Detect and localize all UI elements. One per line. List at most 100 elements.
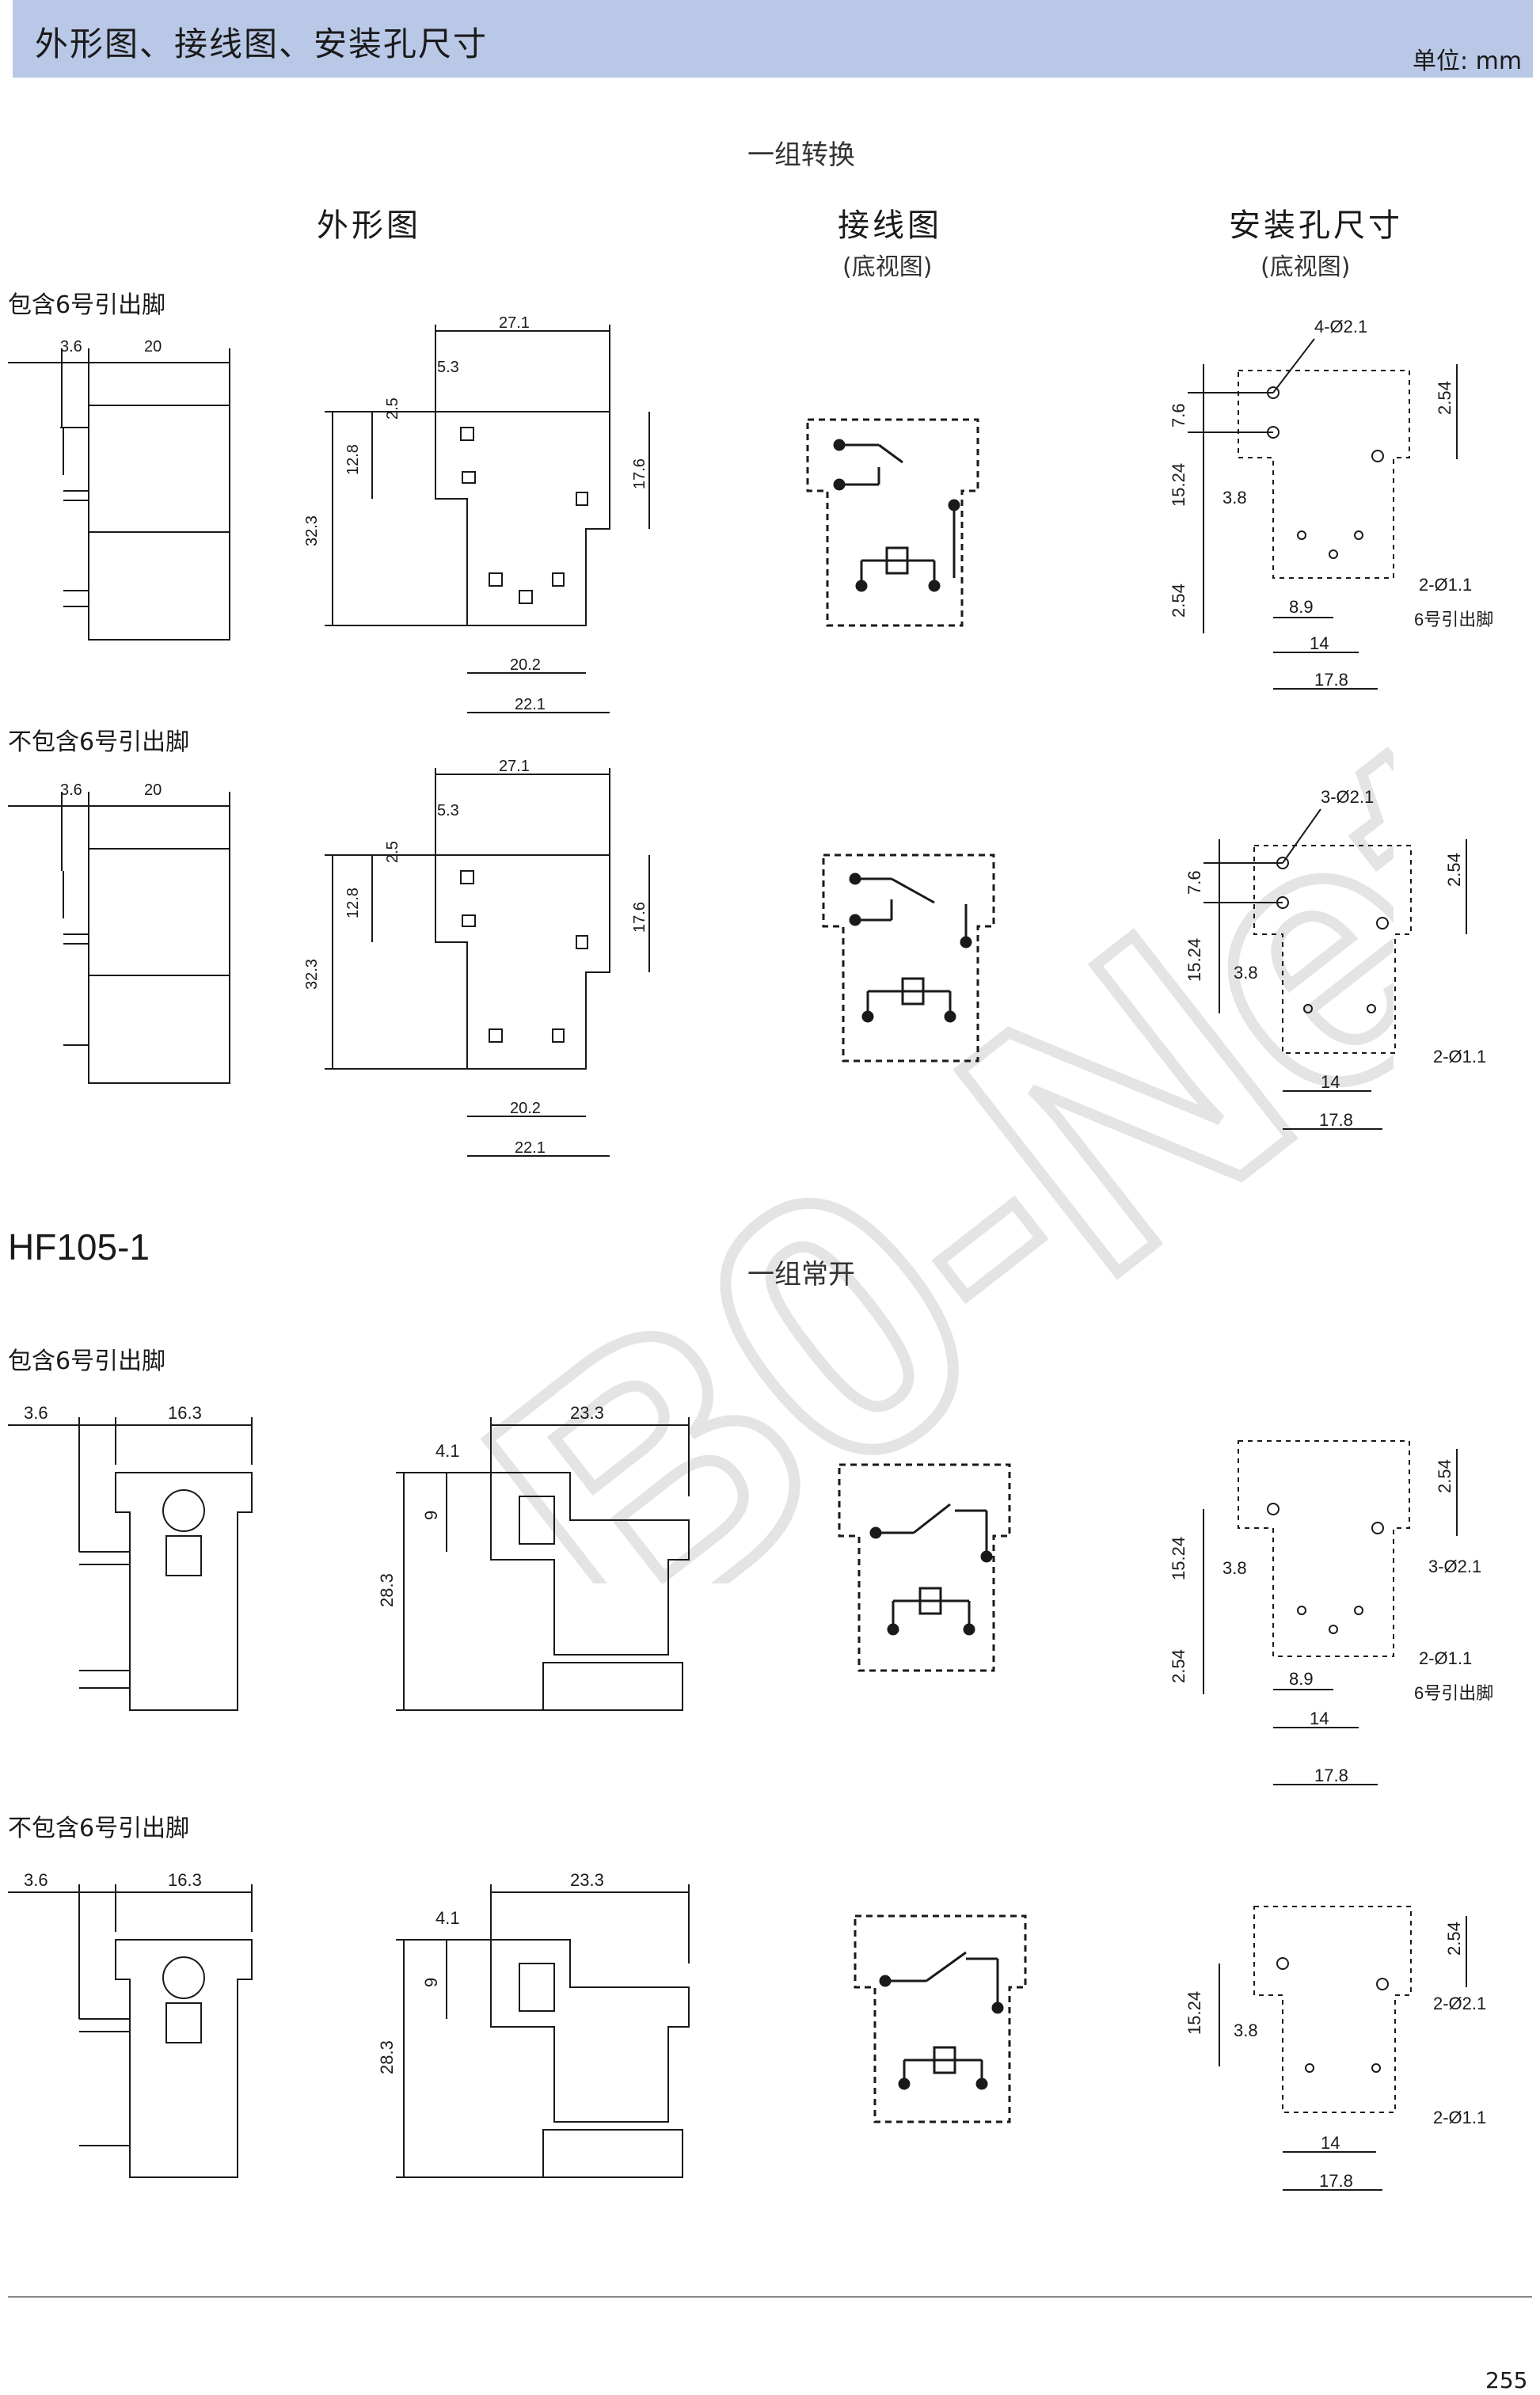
variant-label-without-pin6: 不包含6号引出脚 bbox=[8, 1815, 190, 1842]
wiring-diagram-normally-open bbox=[838, 1463, 1011, 1672]
pcb-dim-14: 14 bbox=[1321, 2133, 1340, 2153]
pcb-dim-3-d2.1: 3-Ø2.1 bbox=[1428, 1557, 1481, 1576]
pcb-dim-2-d1.1: 2-Ø1.1 bbox=[1419, 575, 1472, 595]
front-view-drawing: 23.3 4.1 28.3 9 bbox=[377, 1870, 690, 2178]
pcb-dim-14: 14 bbox=[1310, 1709, 1329, 1728]
pcb-dim-17.8: 17.8 bbox=[1319, 2171, 1353, 2191]
pcb-dim-2.54-right: 2.54 bbox=[1435, 381, 1454, 415]
pcb-dim-3.8: 3.8 bbox=[1234, 2021, 1258, 2040]
wiring-diagram-changeover bbox=[822, 853, 995, 1063]
dim-23.3: 23.3 bbox=[570, 1403, 604, 1423]
dim-3.6: 3.6 bbox=[60, 781, 82, 799]
pcb-dim-2-d1.1: 2-Ø1.1 bbox=[1433, 1047, 1486, 1066]
col-outline-heading: 外形图 bbox=[317, 207, 421, 244]
dim-3.6: 3.6 bbox=[24, 1403, 48, 1423]
pcb-dim-2.54-left: 2.54 bbox=[1169, 584, 1188, 618]
pcb-dim-2.54-right: 2.54 bbox=[1435, 1459, 1454, 1493]
pcb-dim-14: 14 bbox=[1321, 1072, 1340, 1092]
dim-27.1: 27.1 bbox=[499, 758, 530, 775]
dim-28.3: 28.3 bbox=[377, 1573, 397, 1607]
front-view-drawing: 23.3 4.1 28.3 9 bbox=[377, 1403, 690, 1711]
pcb-dim-3.8: 3.8 bbox=[1222, 1558, 1247, 1578]
pcb-dim-8.9: 8.9 bbox=[1289, 597, 1314, 617]
pcb-dim-17.8: 17.8 bbox=[1314, 1766, 1348, 1785]
pcb-dim-7.6: 7.6 bbox=[1169, 403, 1188, 428]
pcb-dim-15.24: 15.24 bbox=[1184, 938, 1204, 982]
dim-23.3: 23.3 bbox=[570, 1870, 604, 1890]
pcb-dim-3.8: 3.8 bbox=[1222, 488, 1247, 508]
page-title: 外形图、接线图、安装孔尺寸 bbox=[35, 25, 489, 63]
pcb-dim-17.8: 17.8 bbox=[1314, 670, 1348, 690]
col-wiring-sub: (底视图) bbox=[842, 253, 933, 281]
dim-20.2: 20.2 bbox=[510, 656, 541, 674]
dim-17.6: 17.6 bbox=[631, 458, 648, 489]
col-wiring-heading: 接线图 bbox=[838, 207, 942, 244]
wiring-diagram-normally-open bbox=[854, 1914, 1027, 2123]
dim-4.1: 4.1 bbox=[435, 1908, 460, 1928]
pcb-dim-17.8: 17.8 bbox=[1319, 1110, 1353, 1130]
pcb-dim-2.54: 2.54 bbox=[1444, 853, 1464, 887]
dim-9: 9 bbox=[421, 1511, 441, 1520]
pcb-dim-15.24: 15.24 bbox=[1184, 1991, 1204, 2035]
dim-32.3: 32.3 bbox=[303, 515, 321, 546]
col-mounting-sub: (底视图) bbox=[1261, 253, 1351, 281]
dim-17.6: 17.6 bbox=[631, 902, 648, 933]
pcb-dim-15.24: 15.24 bbox=[1169, 463, 1188, 507]
side-view-drawing: 3.6 20 bbox=[8, 781, 230, 1084]
dim-16.3: 16.3 bbox=[168, 1870, 202, 1890]
pcb-dim-8.9: 8.9 bbox=[1289, 1669, 1314, 1689]
pcb-dim-4-d2.1: 4-Ø2.1 bbox=[1314, 317, 1367, 336]
dim-20: 20 bbox=[144, 781, 162, 799]
dim-27.1: 27.1 bbox=[499, 314, 530, 332]
variant-label-with-pin6: 包含6号引出脚 bbox=[8, 1348, 166, 1375]
col-mounting-heading: 安装孔尺寸 bbox=[1229, 207, 1403, 244]
dim-12.8: 12.8 bbox=[344, 888, 362, 918]
pcb-pin6-label: 6号引出脚 bbox=[1414, 610, 1493, 629]
pcb-layout-drawing: 2.54 15.24 2.54 3.8 3-Ø2.1 2-Ø1.1 6号引出脚 … bbox=[1169, 1440, 1493, 1785]
top-view-drawing: 27.1 5.3 32.3 12.8 2.5 17.6 20.2 22.1 bbox=[303, 314, 650, 713]
model-heading: HF105-1 bbox=[8, 1226, 150, 1268]
dim-20.2: 20.2 bbox=[510, 1100, 541, 1117]
pcb-dim-2-d1.1: 2-Ø1.1 bbox=[1419, 1648, 1472, 1668]
page-number: 255 bbox=[1485, 2367, 1528, 2393]
header-bar bbox=[13, 0, 1533, 78]
dim-20: 20 bbox=[144, 338, 162, 355]
pcb-dim-15.24: 15.24 bbox=[1169, 1537, 1188, 1580]
dim-2.5: 2.5 bbox=[384, 841, 401, 863]
pcb-dim-2.54: 2.54 bbox=[1444, 1922, 1464, 1956]
dim-22.1: 22.1 bbox=[515, 1139, 546, 1157]
pcb-dim-7.6: 7.6 bbox=[1184, 870, 1204, 895]
wiring-diagram-changeover bbox=[806, 418, 979, 627]
dim-2.5: 2.5 bbox=[384, 397, 401, 420]
pcb-layout-drawing: 3-Ø2.1 7.6 15.24 2.54 3.8 2-Ø1.1 14 17.8 bbox=[1184, 787, 1486, 1130]
pcb-layout-drawing: 4-Ø2.1 7.6 15.24 2.54 2.54 3.8 2-Ø1.1 6号… bbox=[1169, 317, 1493, 690]
dim-3.6: 3.6 bbox=[60, 338, 82, 355]
unit-label: 单位: mm bbox=[1413, 48, 1523, 75]
dim-4.1: 4.1 bbox=[435, 1441, 460, 1461]
group-title-normally-open: 一组常开 bbox=[747, 1259, 855, 1291]
dim-5.3: 5.3 bbox=[437, 802, 459, 819]
dim-5.3: 5.3 bbox=[437, 359, 459, 376]
dim-12.8: 12.8 bbox=[344, 444, 362, 475]
top-view-drawing: 27.1 5.3 32.3 12.8 2.5 17.6 20.2 22.1 bbox=[303, 758, 650, 1157]
variant-label-without-pin6: 不包含6号引出脚 bbox=[8, 728, 190, 756]
pcb-dim-2-d2.1: 2-Ø2.1 bbox=[1433, 1994, 1486, 2013]
dim-32.3: 32.3 bbox=[303, 959, 321, 990]
dim-9: 9 bbox=[421, 1978, 441, 1987]
pcb-dim-3-d2.1: 3-Ø2.1 bbox=[1321, 787, 1374, 807]
side-view-drawing: 3.6 16.3 bbox=[8, 1870, 253, 2178]
pcb-dim-14: 14 bbox=[1310, 633, 1329, 653]
pcb-dim-2.54-left: 2.54 bbox=[1169, 1649, 1188, 1683]
pcb-dim-2-d1.1: 2-Ø1.1 bbox=[1433, 2108, 1486, 2127]
pcb-layout-drawing: 2.54 15.24 3.8 2-Ø2.1 2-Ø1.1 14 17.8 bbox=[1184, 1906, 1486, 2191]
side-view-drawing: 3.6 16.3 bbox=[8, 1403, 253, 1711]
dim-22.1: 22.1 bbox=[515, 696, 546, 713]
group-title-changeover: 一组转换 bbox=[747, 139, 855, 171]
footer-rule bbox=[8, 2296, 1532, 2298]
dim-3.6: 3.6 bbox=[24, 1870, 48, 1890]
pcb-dim-3.8: 3.8 bbox=[1234, 963, 1258, 983]
side-view-drawing: 3.6 20 bbox=[8, 338, 230, 641]
dim-16.3: 16.3 bbox=[168, 1403, 202, 1423]
dim-28.3: 28.3 bbox=[377, 2040, 397, 2074]
pcb-pin6-label: 6号引出脚 bbox=[1414, 1683, 1493, 1703]
